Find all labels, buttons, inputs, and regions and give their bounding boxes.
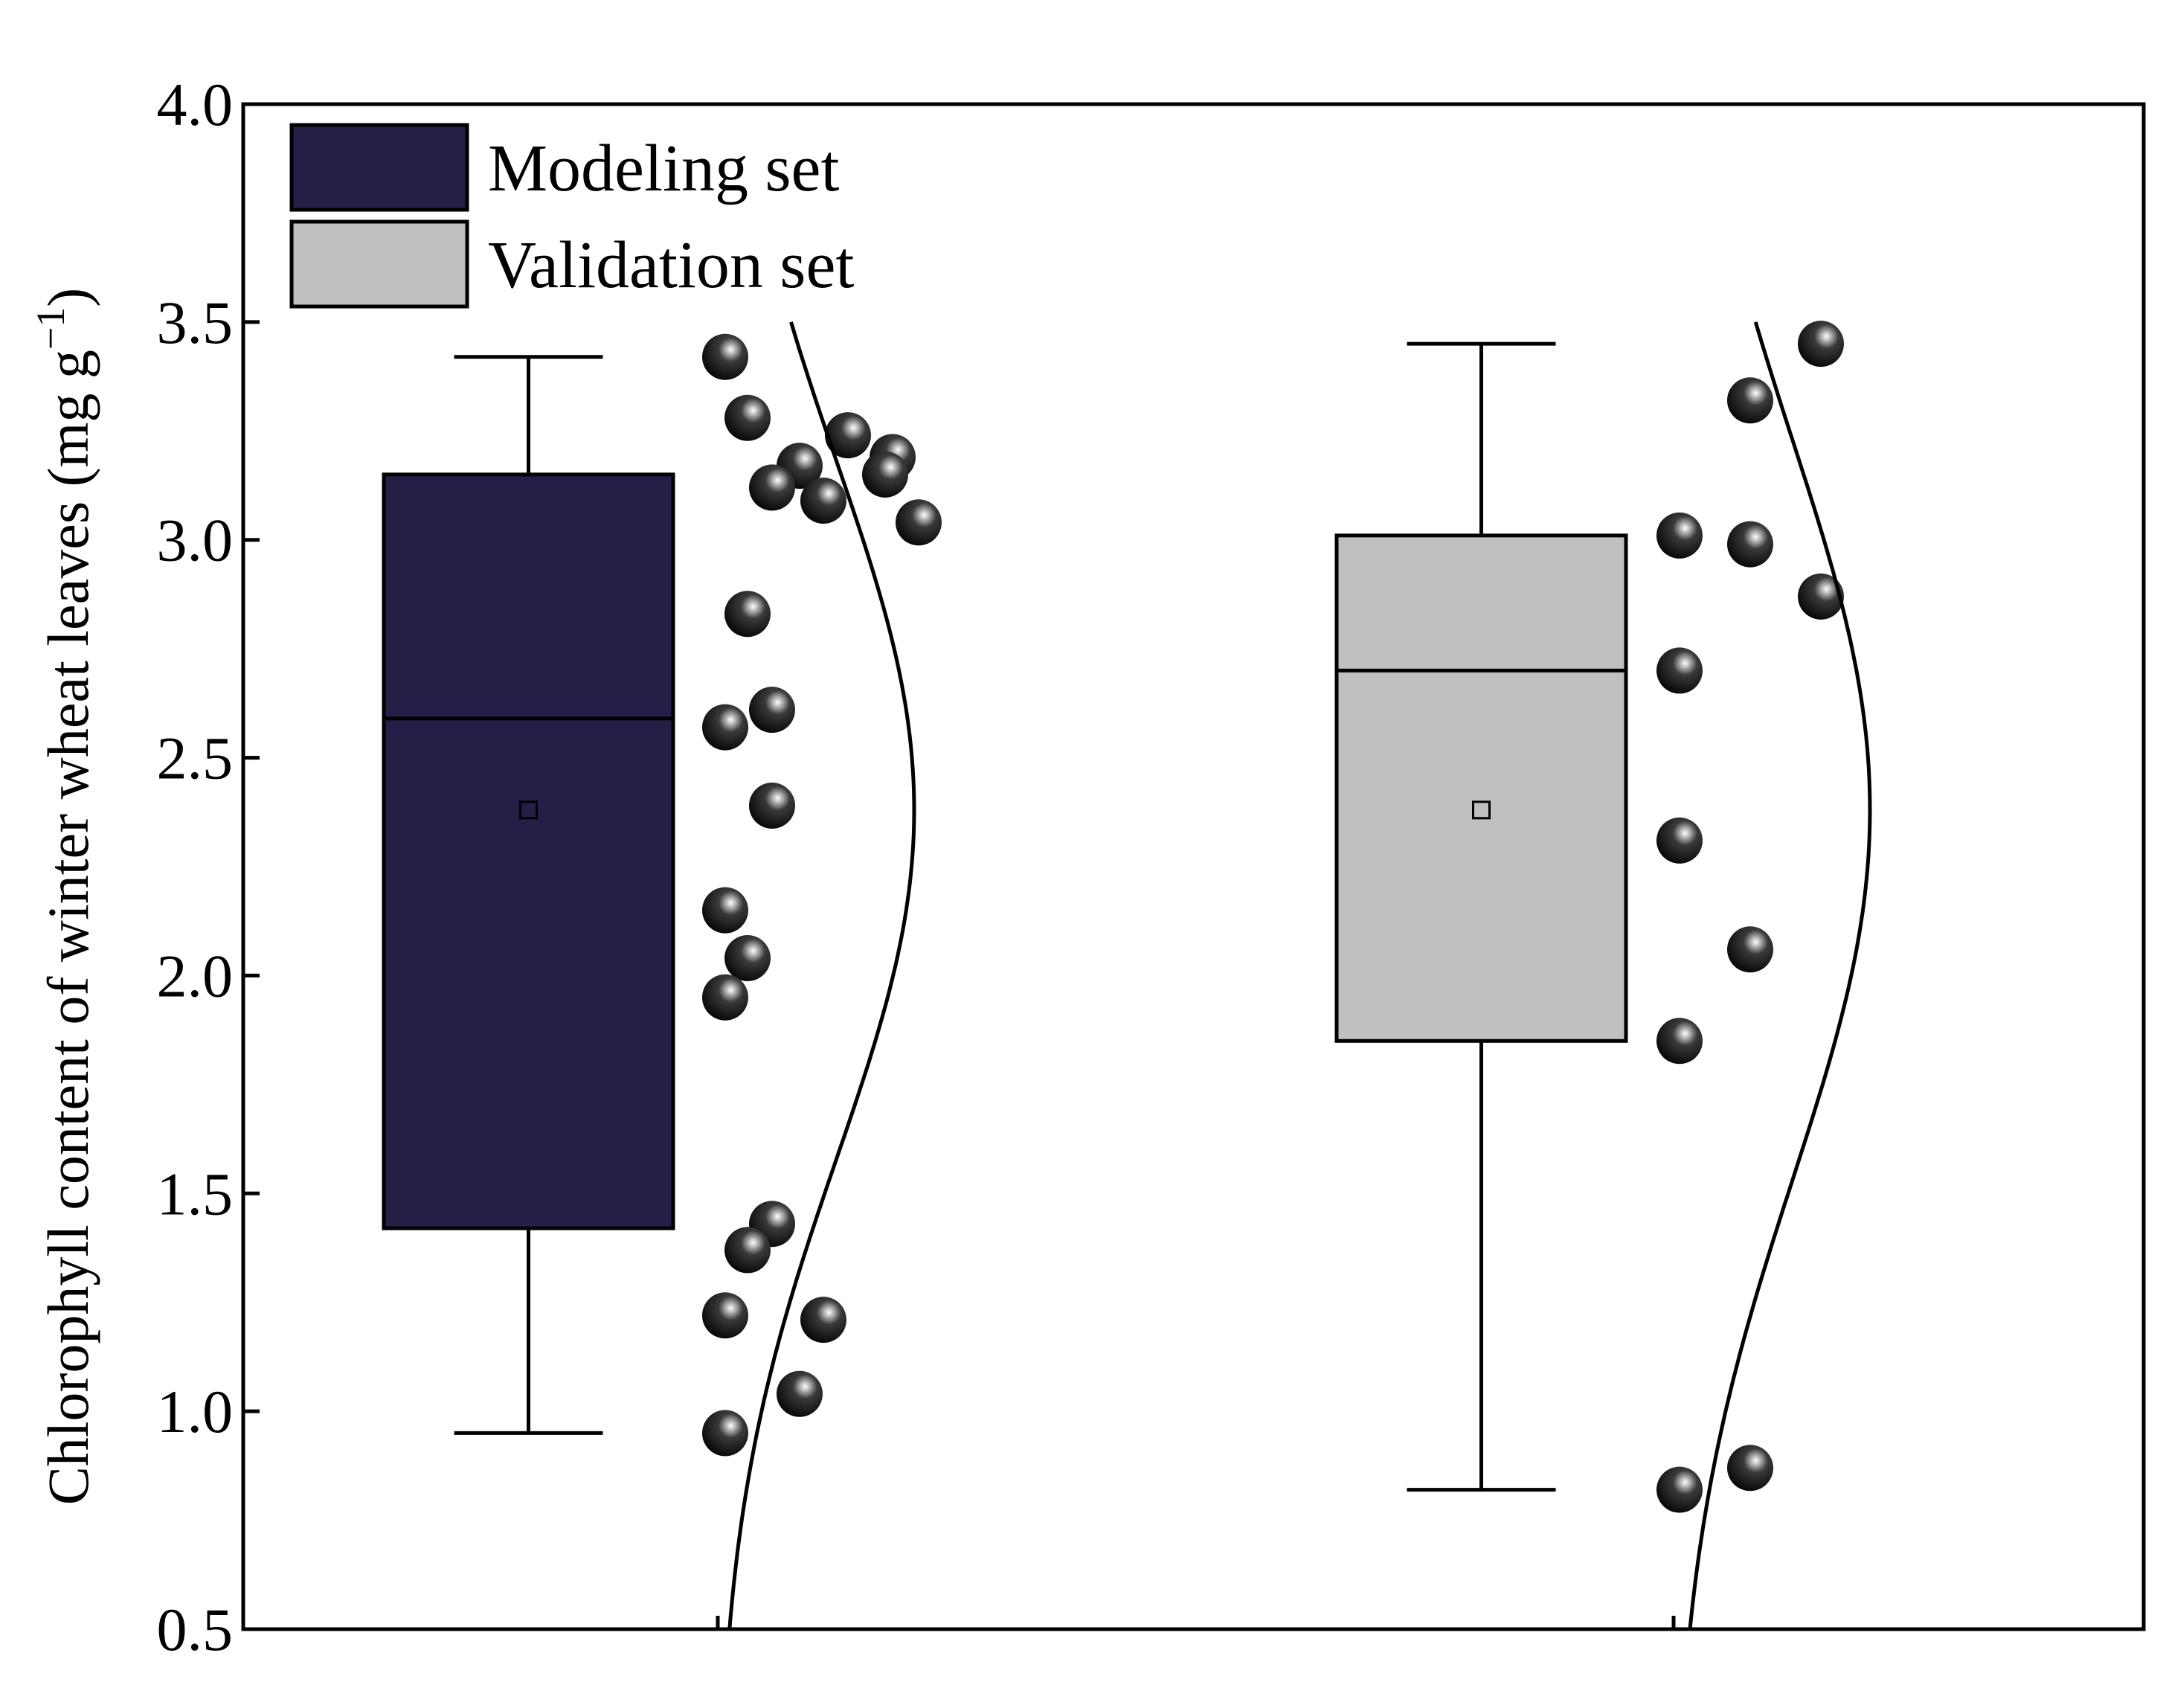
mean-marker-0 [519,800,538,820]
data-point [1798,321,1844,367]
box-1 [1334,533,1628,1043]
y-tick-label-0: 0.5 [157,1596,234,1663]
data-point [896,499,942,546]
y-tick-label-2: 1.5 [157,1160,234,1227]
data-point [724,591,771,638]
data-point [724,1227,771,1274]
data-point [1656,817,1703,864]
box-0 [382,472,675,1230]
x-axis [716,1616,1676,1629]
legend-label-modeling: Modeling set [488,132,839,205]
data-point [749,783,795,829]
y-tick-label-1: 1.0 [157,1378,234,1445]
data-point [702,704,748,751]
y-tick-label-3: 2.0 [157,942,234,1009]
y-axis-title: Chlorophyll content of winter wheat leav… [28,288,100,1506]
data-points [702,321,1844,1513]
plot-area [241,102,2146,1631]
data-point [800,478,846,524]
data-point [724,394,771,441]
distribution-curve-1 [1688,321,1872,1630]
data-point [702,1410,748,1457]
y-axis: 0.5 1.0 1.5 2.0 2.5 3.0 3.5 4.0 [157,71,260,1663]
y-axis-title-close: ) [36,288,100,307]
data-point [702,887,748,934]
y-tick-label-6: 3.5 [157,289,234,356]
data-point [777,1370,823,1417]
data-point [1727,926,1773,973]
data-point [1798,573,1844,620]
data-point [702,974,748,1021]
data-point [749,687,795,733]
box-plots [382,341,1628,1492]
data-point [702,333,748,380]
legend-label-validation: Validation set [488,228,854,302]
y-tick-label-7: 4.0 [157,71,234,138]
y-axis-title-superscript: −1 [28,307,73,350]
data-point [800,1297,846,1343]
data-point [1656,1466,1703,1513]
plot-border [241,102,2146,1631]
data-point [1656,1018,1703,1065]
mean-marker-1 [1472,800,1491,820]
data-point [749,464,795,511]
data-point [1727,377,1773,424]
legend: Modeling set Validation set [289,123,854,309]
y-tick-label-5: 3.0 [157,507,234,574]
legend-swatch-modeling [289,123,469,212]
data-point [862,451,908,498]
y-tick-label-4: 2.5 [157,725,234,792]
data-point [724,935,771,981]
distribution-curves [727,321,1872,1630]
data-point [1656,512,1703,559]
data-point [702,1292,748,1339]
distribution-curve-0 [727,321,916,1630]
data-point [1727,1445,1773,1492]
data-point [1656,647,1703,694]
legend-swatch-validation [289,219,469,309]
data-point [1727,521,1773,568]
data-point [825,412,871,459]
